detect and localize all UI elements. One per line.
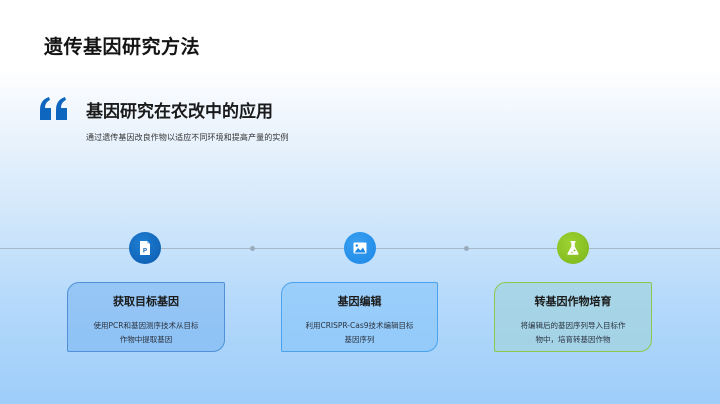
section-subtitle: 通过遗传基因改良作物以适应不同环境和提高产量的实例 bbox=[86, 133, 289, 142]
flask-icon bbox=[567, 241, 579, 255]
step-card-1: 获取目标基因 使用PCR和基因测序技术从目标作物中提取基因 bbox=[67, 282, 225, 352]
step-card-title: 基因编辑 bbox=[337, 295, 382, 308]
step-card-description: 利用CRISPR-Cas9技术编辑目标基因序列 bbox=[305, 321, 414, 344]
svg-text:P: P bbox=[143, 247, 148, 255]
step-icon-1: P bbox=[129, 232, 161, 264]
step-card-3: 转基因作物培育 将编辑后的基因序列导入目标作物中，培育转基因作物 bbox=[494, 282, 652, 352]
section-title: 基因研究在农改中的应用 bbox=[86, 102, 273, 122]
image-icon bbox=[353, 242, 367, 254]
step-card-title: 获取目标基因 bbox=[113, 295, 179, 308]
step-icon-2 bbox=[344, 232, 376, 264]
document-p-icon: P bbox=[140, 241, 150, 255]
step-icon-3 bbox=[557, 232, 589, 264]
step-card-2: 基因编辑 利用CRISPR-Cas9技术编辑目标基因序列 bbox=[281, 282, 438, 352]
timeline-dot bbox=[250, 246, 255, 251]
step-card-title: 转基因作物培育 bbox=[534, 295, 612, 308]
step-card-description: 使用PCR和基因测序技术从目标作物中提取基因 bbox=[93, 321, 199, 344]
page-title: 遗传基因研究方法 bbox=[44, 36, 201, 58]
timeline-dot bbox=[464, 246, 469, 251]
quote-icon bbox=[40, 97, 67, 120]
step-card-description: 将编辑后的基因序列导入目标作物中，培育转基因作物 bbox=[520, 321, 626, 344]
